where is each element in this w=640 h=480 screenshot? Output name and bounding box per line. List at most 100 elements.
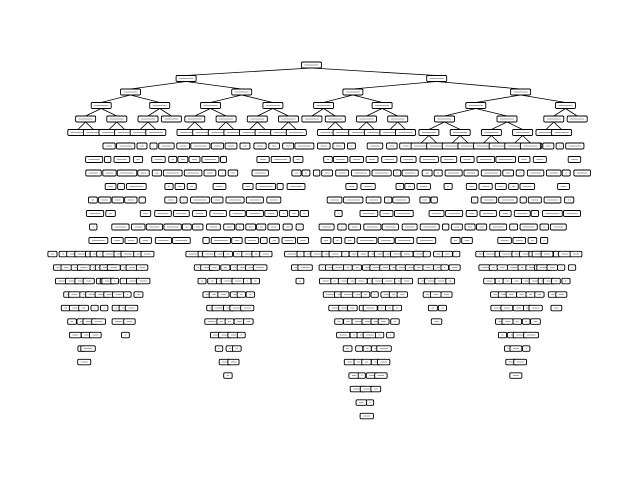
dense-node [527,196,542,204]
tree-edge [323,94,353,103]
tree-edge [311,67,437,76]
tree-edge [249,121,258,130]
tree-edges [77,67,578,144]
dense-node [348,223,361,231]
dense-node [120,250,136,258]
dense-node [318,223,335,231]
dense-node [370,385,382,393]
dense-node [516,291,528,298]
dense-node [172,237,191,244]
dense-node [332,142,345,150]
tree-node-24 [285,129,307,136]
tree-edge [241,94,273,103]
tree-node-22 [246,115,268,123]
dense-node [413,264,424,271]
dense-node [172,210,190,217]
dense-node [330,277,340,285]
dense-node [443,183,453,190]
dense-node [296,250,305,258]
dense-node [242,183,254,190]
dense-node [207,277,218,285]
dense-node [353,358,364,366]
dense-node [197,277,207,285]
tree-edge [210,108,227,117]
dense-node [332,237,343,244]
dense-node [381,223,399,231]
dense-node [328,304,342,312]
dense-node [105,210,116,217]
dense-node [422,264,435,271]
tree-edge [520,94,566,103]
tree-edge [159,108,172,117]
tree-node-36 [356,115,377,123]
dense-node [346,304,358,312]
dense-node [498,196,518,204]
tree-node-35 [363,129,385,136]
dense-node [192,210,207,217]
dense-node [479,210,497,217]
dense-node [545,169,562,177]
dense-node [440,264,449,271]
dense-node [164,183,174,190]
dense-node [217,291,230,298]
dense-node [177,156,189,163]
dense-node [85,156,104,163]
dense-node [269,237,280,244]
dense-node [550,304,563,312]
dense-node [117,183,125,190]
tree-edge [218,121,227,130]
dense-node [232,345,242,352]
dense-node [332,156,349,163]
dense-node [270,156,291,163]
dense-node [494,277,504,285]
dense-node [131,223,146,231]
tree-edge [366,121,375,130]
dense-node [216,318,227,325]
dense-node [497,237,512,244]
dense-node [218,169,227,177]
dense-node [138,196,146,204]
dense-node [518,156,531,163]
dense-node [355,399,368,406]
dense-node [539,223,550,231]
dense-node [80,345,96,352]
dense-node [310,250,325,258]
dense-node [563,210,581,217]
dense-node [543,196,562,204]
dense-node [231,277,246,285]
dense-node [235,223,245,231]
dense-node [362,304,378,312]
dense-node [546,264,559,271]
tree-node-44 [418,129,440,136]
dense-node [223,223,236,231]
dense-node [363,223,382,231]
dense-node [336,331,351,339]
tree-edge [194,108,211,117]
dense-node [326,196,343,204]
dense-node [526,169,545,177]
tree-edge [147,121,157,130]
tree-edge [327,121,336,130]
dense-node [400,156,417,163]
dense-node [162,169,183,177]
tree-edge [186,121,196,130]
tree-edge [444,108,476,117]
dense-node [136,142,148,150]
dense-node [154,210,172,217]
tree-node-33 [313,102,335,109]
dense-node [250,277,260,285]
tree-node-48 [434,115,455,123]
tree-edge [358,121,367,130]
dense-node [523,331,540,339]
dense-node [139,237,152,244]
dense-node [461,237,473,244]
dense-node [351,264,362,271]
dense-node [528,304,543,312]
dense-node [88,237,109,244]
dense-node [395,183,405,190]
tree-node-52 [504,142,526,150]
dense-node [104,183,117,190]
dense-node [185,250,201,258]
dense-node [239,142,251,150]
dense-node [140,250,155,258]
